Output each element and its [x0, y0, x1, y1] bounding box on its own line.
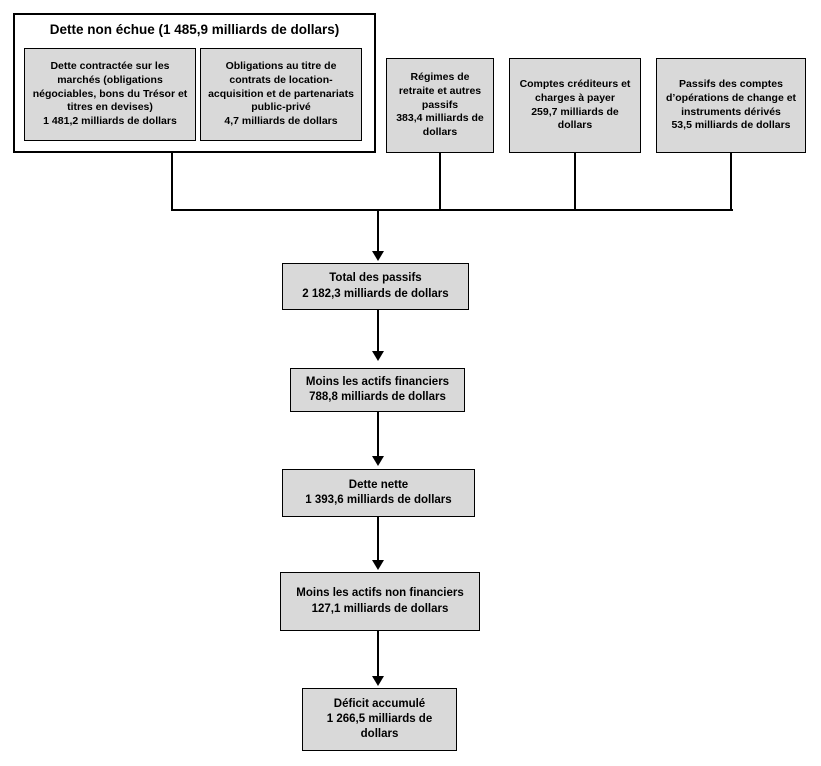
connector-dette-nette-to-actifs-non-financiers [377, 517, 380, 562]
node-moins-les-actifs-non-financiers[interactable]: Moins les actifs non financiers 127,1 mi… [280, 572, 480, 631]
connector-stem-accounts-payable [574, 153, 577, 211]
node-passifs-comptes-operations-change-instruments-derives[interactable]: Passifs des comptes d’opérations de chan… [656, 58, 806, 153]
arrowhead-to-total-passifs [372, 251, 384, 261]
node-moins-les-actifs-financiers[interactable]: Moins les actifs financiers 788,8 millia… [290, 368, 465, 412]
arrowhead-to-actifs-non-financiers [372, 560, 384, 570]
connector-stem-fx-derivatives [730, 153, 733, 211]
connector-total-passifs-to-actifs-financiers [377, 310, 380, 353]
connector-bus-to-total-passifs [377, 209, 380, 253]
arrowhead-to-deficit-accumule [372, 676, 384, 686]
connector-bus-horizontal [171, 209, 733, 212]
node-total-des-passifs[interactable]: Total des passifs 2 182,3 milliards de d… [282, 263, 469, 310]
connector-actifs-financiers-to-dette-nette [377, 412, 380, 458]
connector-actifs-non-financiers-to-deficit [377, 631, 380, 678]
node-dette-nette[interactable]: Dette nette 1 393,6 milliards de dollars [282, 469, 475, 517]
node-deficit-accumule[interactable]: Déficit accumulé 1 266,5 milliards de do… [302, 688, 457, 751]
node-comptes-crediteurs-et-charges-a-payer[interactable]: Comptes créditeurs et charges à payer 25… [509, 58, 641, 153]
node-obligations-location-acquisition-ppp[interactable]: Obligations au titre de contrats de loca… [200, 48, 362, 141]
arrowhead-to-actifs-financiers [372, 351, 384, 361]
connector-stem-pensions [439, 153, 442, 211]
node-dette-contractee-sur-les-marches[interactable]: Dette contractée sur les marchés (obliga… [24, 48, 196, 141]
group-title-dette-non-echue: Dette non échue (1 485,9 milliards de do… [49, 22, 340, 37]
arrowhead-to-dette-nette [372, 456, 384, 466]
node-regimes-de-retraite-et-autres-passifs[interactable]: Régimes de retraite et autres passifs 38… [386, 58, 494, 153]
connector-stem-group-box [171, 153, 174, 211]
